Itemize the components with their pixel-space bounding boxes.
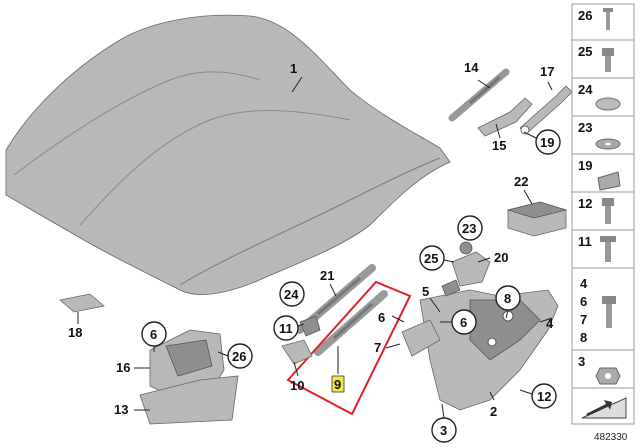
svg-text:3: 3 — [440, 423, 447, 438]
collar-bolt-icon — [600, 236, 616, 262]
clip-11 — [299, 315, 321, 337]
svg-text:24: 24 — [284, 287, 299, 302]
svg-text:24: 24 — [578, 82, 593, 97]
callout-13: 13 — [114, 402, 150, 417]
strut-upper — [448, 68, 510, 122]
callout-6-center: 6 — [378, 310, 405, 325]
svg-text:18: 18 — [68, 325, 82, 340]
svg-text:25: 25 — [578, 44, 592, 59]
svg-text:8: 8 — [504, 291, 511, 306]
washer-icon — [595, 138, 621, 150]
lever-upper — [519, 85, 573, 135]
callout-7-center: 7 — [374, 340, 401, 355]
svg-text:23: 23 — [578, 120, 592, 135]
socket-screw-icon — [602, 48, 614, 72]
svg-text:22: 22 — [514, 174, 528, 189]
callout-10: 10 — [290, 361, 304, 393]
callout-3: 3 — [431, 403, 457, 443]
svg-text:6: 6 — [378, 310, 385, 325]
release-handle — [441, 241, 491, 297]
svg-text:1: 1 — [290, 61, 297, 76]
flange-bolt-icon — [602, 296, 616, 328]
callout-21: 21 — [320, 268, 337, 297]
cap-icon — [595, 97, 621, 111]
svg-text:11: 11 — [578, 234, 592, 249]
svg-text:11: 11 — [279, 321, 293, 336]
callout-22: 22 — [514, 174, 533, 205]
svg-text:13: 13 — [114, 402, 128, 417]
bolt-icon — [603, 8, 613, 30]
svg-text:23: 23 — [462, 221, 476, 236]
svg-text:12: 12 — [578, 196, 592, 211]
svg-text:12: 12 — [537, 389, 551, 404]
svg-text:26: 26 — [232, 349, 246, 364]
svg-text:17: 17 — [540, 64, 554, 79]
callout-1: 1 — [290, 61, 303, 93]
callout-9: 9 — [331, 346, 345, 393]
svg-text:6: 6 — [460, 315, 467, 330]
svg-text:26: 26 — [578, 8, 592, 23]
clip-nut-icon — [597, 171, 621, 191]
callout-15: 15 — [492, 123, 506, 153]
svg-text:3: 3 — [578, 354, 585, 369]
callout-12: 12 — [519, 383, 557, 409]
hex-nut-icon — [595, 367, 621, 385]
parts-sidebar: 26 25 24 23 19 12 11 4 6 7 8 3 482330 — [571, 3, 635, 443]
sidebar-label-6: 6 — [580, 294, 587, 309]
svg-text:9: 9 — [334, 377, 341, 392]
callout-8: 8 — [495, 285, 521, 319]
callout-11: 11 — [273, 315, 305, 341]
svg-text:14: 14 — [464, 60, 479, 75]
svg-text:20: 20 — [494, 250, 508, 265]
svg-text:4: 4 — [546, 316, 554, 331]
svg-text:5: 5 — [422, 284, 429, 299]
clip-10 — [281, 339, 313, 365]
svg-text:2: 2 — [490, 404, 497, 419]
callout-16: 16 — [116, 360, 150, 375]
callout-4: 4 — [539, 316, 554, 331]
wedge-arrow-icon — [581, 397, 627, 419]
sidebar-label-8: 8 — [580, 330, 587, 345]
callout-5: 5 — [422, 284, 441, 313]
callout-20: 20 — [477, 250, 508, 265]
hood — [5, 14, 451, 295]
callout-6-right: 6 — [440, 309, 477, 335]
bracket-upper — [477, 97, 533, 137]
callout-23: 23 — [457, 215, 483, 241]
hex-bolt-icon — [602, 198, 614, 224]
callout-25: 25 — [419, 245, 455, 271]
callout-19: 19 — [523, 129, 561, 155]
svg-text:15: 15 — [492, 138, 506, 153]
callout-6-left: 6 — [141, 321, 167, 352]
callout-2: 2 — [489, 391, 497, 419]
callout-18: 18 — [68, 312, 82, 340]
latch — [139, 329, 239, 425]
insulation-block — [506, 201, 568, 237]
svg-text:10: 10 — [290, 378, 304, 393]
svg-text:19: 19 — [540, 135, 554, 150]
pad — [59, 293, 105, 313]
svg-text:6: 6 — [150, 327, 157, 342]
svg-text:19: 19 — [578, 158, 592, 173]
sidebar-label-4: 4 — [580, 276, 588, 291]
svg-text:25: 25 — [424, 251, 438, 266]
svg-text:7: 7 — [374, 340, 381, 355]
doc-number: 482330 — [594, 432, 628, 443]
strut-9 — [314, 290, 388, 356]
svg-text:16: 16 — [116, 360, 130, 375]
callout-24: 24 — [279, 281, 305, 307]
sidebar-label-7: 7 — [580, 312, 587, 327]
highlight-box — [286, 280, 412, 416]
svg-text:21: 21 — [320, 268, 334, 283]
callout-14: 14 — [464, 60, 491, 89]
callout-26: 26 — [217, 343, 253, 369]
callout-17: 17 — [540, 64, 554, 91]
